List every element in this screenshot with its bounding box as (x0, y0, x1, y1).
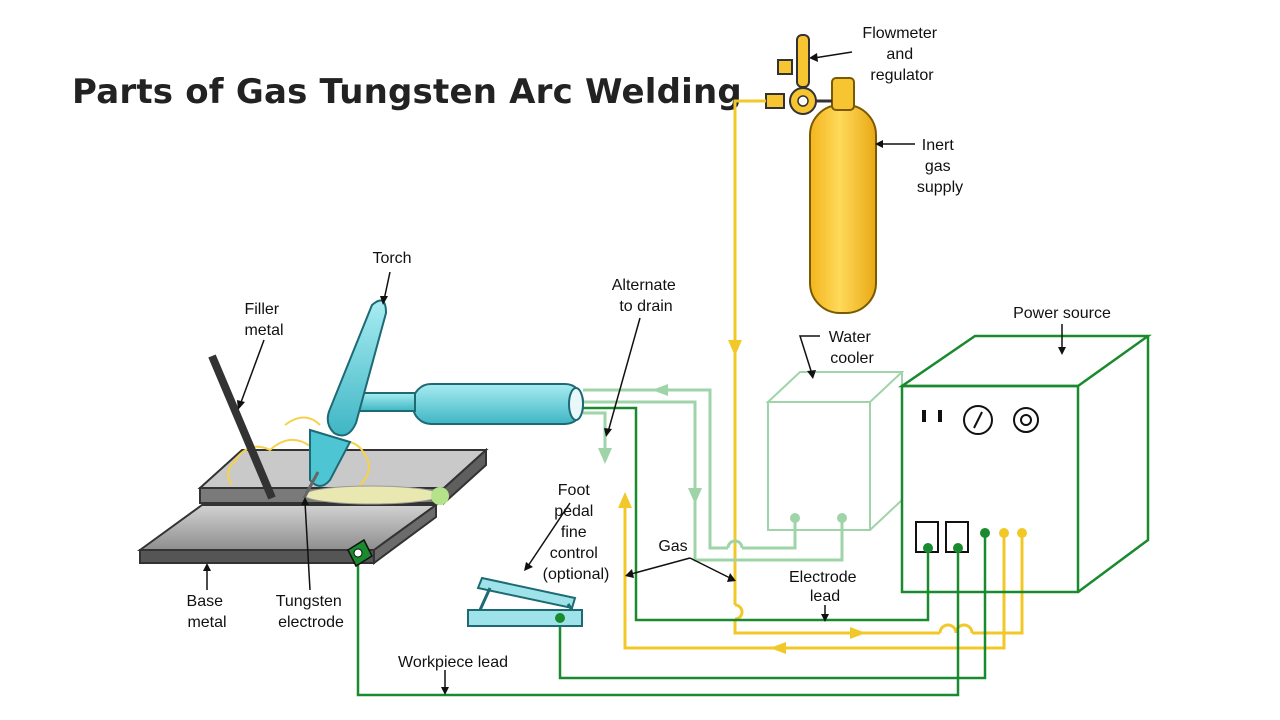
label-alternate-to-drain: Alternate to drain (612, 277, 681, 315)
electric-leads (356, 406, 987, 697)
label-tungsten-electrode: Tungsten electrode (276, 593, 347, 631)
gas-cylinder (809, 77, 877, 314)
label-filler-metal: Filler metal (244, 301, 283, 339)
label-torch: Torch (372, 250, 411, 267)
page-title: Parts of Gas Tungsten Arc Welding (72, 72, 742, 112)
label-inert-gas-supply: Inert gas supply (917, 137, 963, 196)
gas-flow-arrows (618, 340, 866, 654)
label-foot-pedal: Foot pedal fine control (optional) (543, 482, 610, 583)
flowmeter-regulator (765, 34, 832, 115)
workpiece-clamp (347, 538, 373, 568)
torch (302, 299, 584, 499)
label-workpiece-lead: Workpiece lead (398, 654, 508, 671)
label-electrode-lead: Electrode lead (789, 569, 861, 605)
leader-arrowheads (203, 53, 1066, 695)
label-flowmeter-regulator: Flowmeter and regulator (862, 25, 941, 84)
leader-lines (206, 51, 1063, 690)
foot-pedal (467, 576, 583, 627)
gas-hose (623, 99, 1024, 650)
base-metal (136, 447, 489, 565)
label-water-cooler: Water cooler (829, 329, 876, 367)
label-power-source: Power source (1013, 305, 1111, 322)
label-gas: Gas (658, 538, 687, 555)
power-source-box (897, 334, 1152, 594)
gas-terminals (999, 528, 1027, 538)
label-base-metal: Base metal (187, 593, 228, 631)
water-terminals (790, 513, 847, 523)
water-flow-arrows (598, 384, 702, 504)
water-cooler-box (765, 371, 905, 531)
weld-bead (303, 485, 449, 505)
filler-rod (208, 354, 276, 500)
water-lines (583, 388, 844, 562)
